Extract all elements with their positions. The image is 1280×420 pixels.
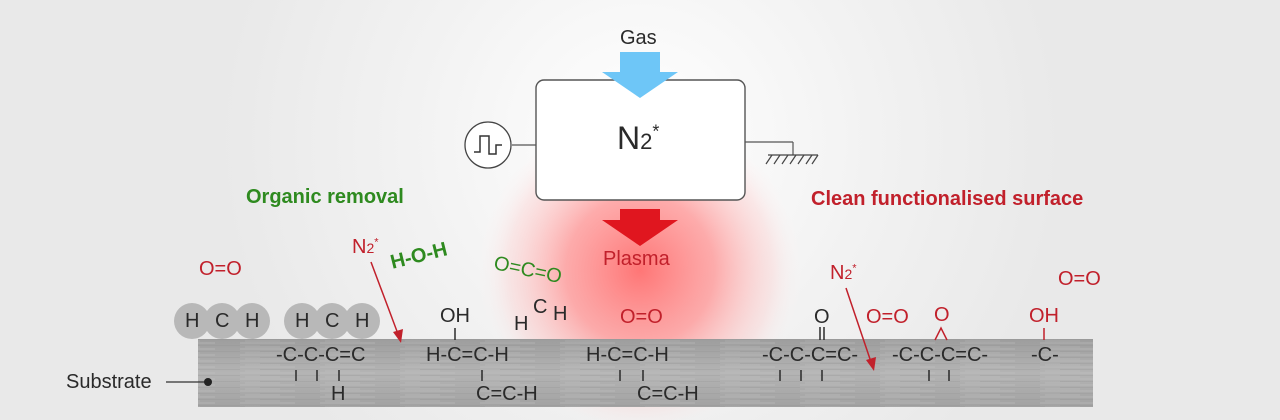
hydroxyl-group-2: OH — [1029, 305, 1059, 327]
hydrocarbon-atom: H — [295, 310, 310, 332]
surface-chain-5: -C-C-C=C- — [892, 344, 989, 366]
hydrocarbon-atom: C — [325, 310, 340, 332]
ground-symbol-icon — [765, 154, 819, 165]
hydrocarbon-atom: H — [355, 310, 370, 332]
surface-chain-6: -C- — [1031, 344, 1059, 366]
organic-removal-heading: Organic removal — [246, 186, 404, 208]
surface-chain-2-branch: C=C-H — [476, 383, 538, 405]
nitrogen-species: N — [830, 262, 845, 284]
oxygen-molecule: O=O — [199, 258, 242, 280]
surface-chain-1: -C-C-C=C — [276, 344, 366, 366]
bond-ticks — [295, 327, 950, 381]
nitrogen-superscript: * — [852, 262, 857, 275]
nitrogen-arrow-left-icon — [370, 261, 403, 343]
nitrogen-superscript: * — [374, 236, 379, 249]
oxygen-molecule-right: O=O — [866, 306, 909, 328]
surface-chain-3-branch: C=C-H — [637, 383, 699, 405]
hydrocarbon-atoms — [174, 303, 380, 339]
functional-bonds — [934, 326, 1045, 341]
substrate-label: Substrate — [66, 371, 152, 393]
surface-chain-3: H-C=C-H — [586, 344, 669, 366]
hydrocarbon-atom: H — [245, 310, 260, 332]
epoxide-oxygen: O — [934, 304, 950, 326]
oxygen-molecule-center: O=O — [620, 306, 663, 328]
nitrogen-label-right: N2* — [830, 262, 857, 285]
surface-chain-4: -C-C-C=C- — [762, 344, 859, 366]
nitrogen-arrow-right-icon — [845, 287, 876, 371]
substrate-texture — [198, 339, 1093, 407]
pulse-waveform-icon — [474, 135, 502, 155]
hydrogen-fragment-2: H — [514, 313, 529, 335]
nitrogen-subscript: 2 — [844, 266, 853, 282]
hydroxyl-group-1: OH — [440, 305, 470, 327]
clean-surface-heading: Clean functionalised surface — [811, 188, 1084, 210]
carbonyl-oxygen: O — [814, 306, 830, 328]
nitrogen-species: N — [352, 236, 367, 258]
hydrocarbon-atom: C — [215, 310, 230, 332]
chamber-species: N — [617, 120, 641, 156]
surface-chain-1-hydrogen: H — [331, 383, 346, 405]
gas-inlet-arrow-icon — [602, 52, 678, 98]
hydrocarbon-atom: H — [185, 310, 200, 332]
nitrogen-label-left: N2* — [352, 236, 379, 259]
oxygen-molecule-far-right: O=O — [1058, 268, 1101, 290]
substrate-leader-dot — [204, 378, 212, 386]
hydrogen-fragment: H — [553, 303, 568, 325]
gas-label: Gas — [620, 27, 657, 49]
carbon-fragment: C — [533, 296, 548, 318]
plasma-label: Plasma — [603, 248, 670, 270]
chamber-species-label: N2* — [617, 120, 659, 157]
nitrogen-subscript: 2 — [366, 240, 375, 256]
pulsed-power-source-icon — [464, 121, 512, 169]
chamber-superscript: * — [652, 121, 660, 142]
plasma-outlet-arrow-icon — [602, 209, 678, 246]
surface-chain-2: H-C=C-H — [426, 344, 509, 366]
chamber-subscript: 2 — [640, 129, 653, 154]
